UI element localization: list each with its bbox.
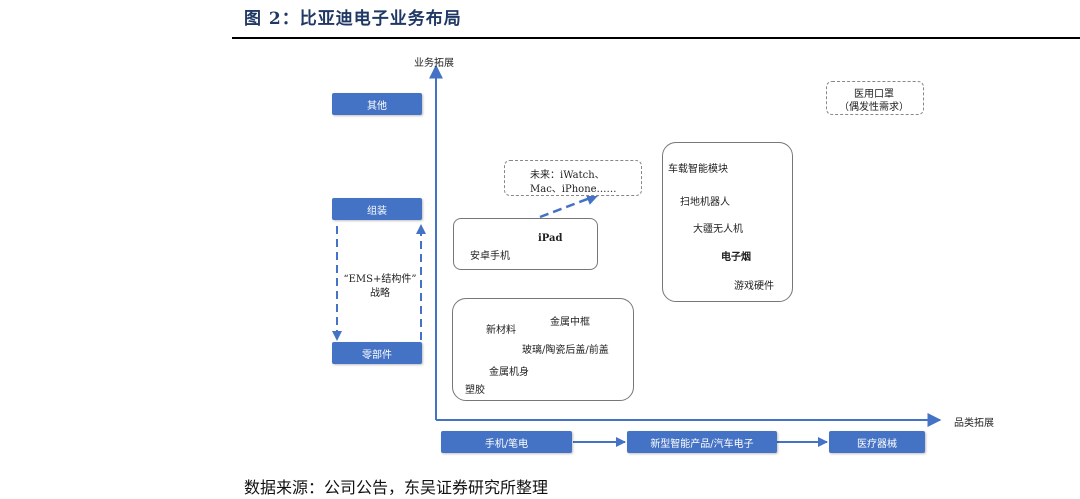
assembly-box: 组装 — [332, 198, 422, 220]
medical-mask-box — [826, 81, 924, 115]
metal-frame-label: 金属中框 — [550, 317, 590, 328]
android-phone-label: 安卓手机 — [470, 251, 510, 262]
phone-laptop-box: 手机/笔电 — [441, 431, 572, 453]
future-line2: Mac、iPhone…… — [530, 184, 617, 195]
page-title: 图 2：比亚迪电子业务布局 — [244, 9, 462, 29]
source-note: 数据来源：公司公告，东吴证券研究所整理 — [244, 478, 549, 497]
y-axis-label: 业务拓展 — [414, 58, 454, 69]
new-smart-products-box: 新型智能产品/汽车电子 — [627, 431, 777, 453]
title-rule — [232, 37, 1080, 39]
ipad-label: iPad — [538, 233, 563, 244]
components-box: 零部件 — [332, 342, 422, 364]
plastic-label: 塑胶 — [465, 385, 485, 396]
robot-vacuum-label: 扫地机器人 — [680, 197, 730, 208]
mask-line1: 医用口罩 — [854, 89, 894, 100]
strategy-line2: 战略 — [370, 288, 390, 299]
assembly-products-box — [453, 218, 598, 270]
game-hardware-label: 游戏硬件 — [734, 281, 774, 292]
medical-devices-box: 医疗器械 — [829, 431, 925, 453]
car-module-label: 车载智能模块 — [668, 164, 728, 175]
glass-ceramic-label: 玻璃/陶瓷后盖/前盖 — [522, 345, 609, 356]
smart-products-box — [662, 142, 793, 302]
materials-box — [452, 298, 634, 401]
future-line1: 未来：iWatch、 — [530, 170, 605, 181]
e-cigarette-label: 电子烟 — [721, 252, 751, 263]
mask-line2: （偶发性需求） — [839, 102, 909, 113]
future-arrow — [539, 193, 600, 219]
metal-body-label: 金属机身 — [489, 367, 529, 378]
new-material-label: 新材料 — [486, 325, 516, 336]
dji-drone-label: 大疆无人机 — [693, 224, 743, 235]
other-box: 其他 — [332, 93, 422, 115]
x-axis-label: 品类拓展 — [954, 418, 994, 429]
future-box — [504, 160, 642, 196]
strategy-line1: “EMS+结构件” — [343, 274, 417, 285]
